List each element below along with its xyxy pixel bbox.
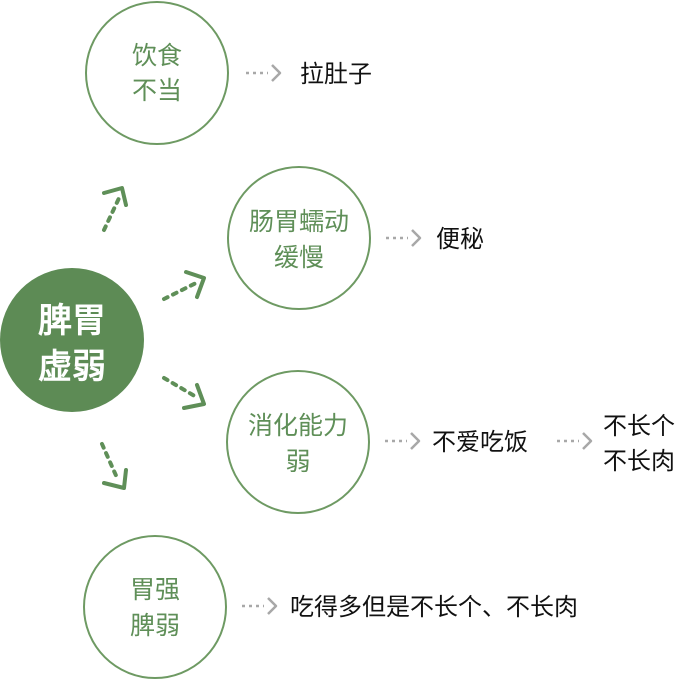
cause-4-line1: 胃强	[130, 575, 180, 604]
cause-node-1: 饮食 不当	[85, 1, 229, 145]
gray-arrow-4	[242, 597, 278, 615]
cause-3-line2: 弱	[285, 447, 310, 476]
green-arrow-to-cause-4	[100, 442, 128, 490]
cause-1-line2: 不当	[132, 76, 182, 105]
center-node: 脾胃 虚弱	[0, 268, 144, 412]
gray-arrow-3b	[557, 432, 593, 450]
gray-arrow-3	[385, 432, 421, 450]
cause-1-line1: 饮食	[132, 41, 182, 70]
gray-arrow-2	[386, 229, 422, 247]
cause-circle-3	[226, 370, 370, 514]
cause-node-2: 肠胃蠕动 缓慢	[227, 166, 371, 310]
green-arrow-to-cause-1	[102, 186, 128, 232]
green-arrow-to-cause-2	[162, 270, 206, 301]
effect-4-label: 吃得多但是不长个、不长肉	[290, 593, 578, 621]
cause-circle-1	[85, 1, 229, 145]
cause-node-3: 消化能力 弱	[226, 370, 370, 514]
cause-2-line1: 肠胃蠕动	[249, 207, 349, 236]
cause-4-line2: 脾弱	[130, 611, 180, 640]
center-label-line1: 脾胃	[38, 301, 106, 341]
effect-1-label: 拉肚子	[300, 60, 372, 88]
cause-2-line2: 缓慢	[274, 243, 324, 272]
cause-3-line1: 消化能力	[248, 411, 348, 440]
gray-arrow-1	[246, 64, 282, 82]
cause-circle-2	[227, 166, 371, 310]
result-3-line2: 不长肉	[603, 447, 675, 475]
result-3-line1: 不长个	[603, 412, 675, 440]
center-label-line2: 虚弱	[38, 347, 106, 387]
effect-3-label: 不爱吃饭	[432, 428, 528, 456]
center-circle	[0, 268, 144, 412]
effect-2-label: 便秘	[436, 225, 484, 253]
green-arrow-to-cause-3	[162, 376, 206, 410]
cause-node-4: 胃强 脾弱	[83, 535, 227, 679]
cause-circle-4	[83, 535, 227, 679]
